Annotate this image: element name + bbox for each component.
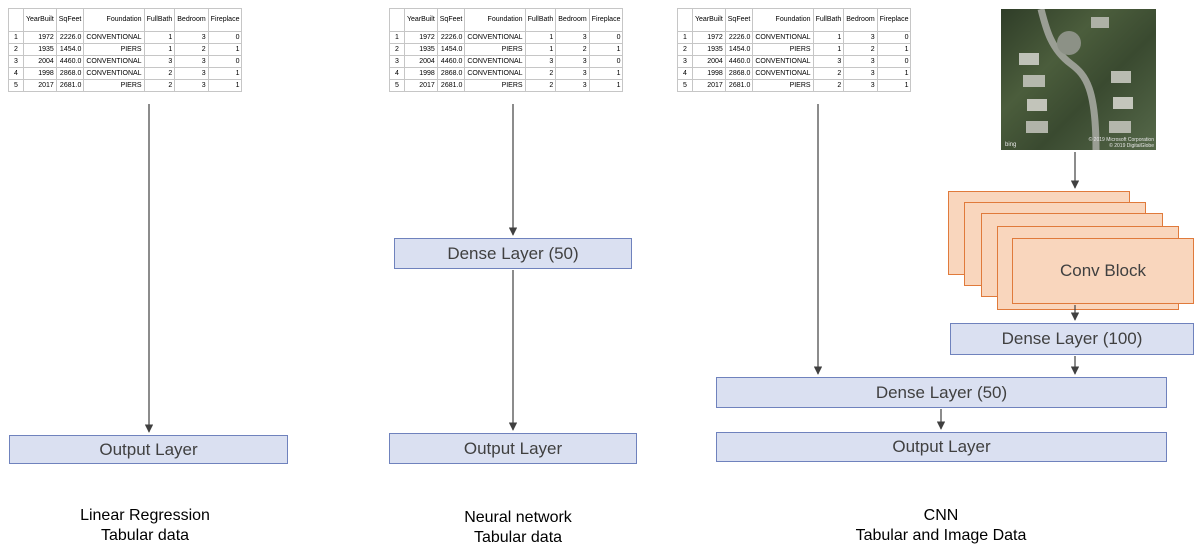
row-index: 3 — [8, 55, 24, 68]
caption-subtitle: Tabular data — [473, 529, 563, 546]
table-cell: 3 — [843, 79, 878, 92]
aerial-image-drawing — [1019, 9, 1133, 150]
output-layer-label: Output Layer — [463, 438, 563, 458]
conv-block: Conv Block — [1012, 238, 1194, 304]
caption-linear: Linear Regression Tabular data — [45, 506, 245, 546]
column-header: Bedroom — [174, 8, 209, 32]
row-index: 5 — [389, 79, 405, 92]
aerial-satellite-image: bing © 2019 Microsoft Corporation © 2019… — [1001, 9, 1156, 150]
table-cell: 3 — [555, 79, 590, 92]
dense-layer-label: Dense Layer (100) — [1001, 329, 1143, 348]
row-index: 5 — [677, 79, 693, 92]
output-layer-cnn: Output Layer — [716, 432, 1167, 462]
column-header: FullBath — [524, 8, 557, 32]
copyright-line: © 2019 Microsoft Corporation — [1088, 137, 1154, 143]
column-header: Bedroom — [843, 8, 878, 32]
table-cell: 2017 — [23, 79, 57, 92]
column-header: SqFeet — [436, 8, 466, 32]
caption-title: CNN — [923, 507, 959, 524]
image-copyright: © 2019 Microsoft Corporation © 2019 Digi… — [1089, 137, 1154, 149]
caption-title: Neural network — [464, 509, 572, 526]
caption-subtitle: Tabular and Image Data — [855, 527, 1027, 544]
output-layer-linear: Output Layer — [9, 435, 288, 464]
table-cell: 2017 — [692, 79, 726, 92]
dense-layer-label: Dense Layer (50) — [447, 243, 579, 263]
output-layer-nn: Output Layer — [389, 433, 637, 464]
table-cell: 1935 — [23, 43, 57, 56]
row-index: 5 — [8, 79, 24, 92]
table-cell: PIERS — [464, 79, 526, 92]
table-cell: 1 — [876, 79, 912, 92]
copyright-line: © 2019 DigitalGlobe — [1109, 143, 1154, 149]
table-cell: 2017 — [404, 79, 438, 92]
bing-logo: bing — [1005, 142, 1017, 148]
column-header: YearBuilt — [692, 8, 726, 32]
table-cell: 1 — [207, 79, 243, 92]
conv-block-label: Conv Block — [1060, 261, 1146, 280]
table-cell: PIERS — [83, 79, 145, 92]
dense-layer-100-cnn: Dense Layer (100) — [950, 323, 1194, 355]
table-cell: PIERS — [752, 79, 814, 92]
dense-layer-50-nn: Dense Layer (50) — [394, 238, 632, 269]
caption-title: Linear Regression — [80, 507, 210, 524]
table-cell: 3 — [174, 79, 209, 92]
caption-subtitle: Tabular data — [100, 527, 190, 544]
dense-layer-50-cnn: Dense Layer (50) — [716, 377, 1167, 408]
column-header: YearBuilt — [404, 8, 438, 32]
table-cell: 2 — [555, 43, 590, 56]
caption-cnn: CNN Tabular and Image Data — [791, 506, 1091, 546]
output-layer-label: Output Layer — [892, 437, 991, 456]
output-layer-label: Output Layer — [99, 439, 198, 459]
caption-nn: Neural network Tabular data — [418, 508, 618, 548]
column-header: Foundation — [752, 8, 814, 32]
table-cell: 1 — [588, 79, 624, 92]
table-cell: 3 — [843, 67, 878, 80]
column-header: YearBuilt — [23, 8, 57, 32]
dense-layer-label: Dense Layer (50) — [875, 382, 1008, 402]
column-header: FullBath — [143, 8, 176, 32]
